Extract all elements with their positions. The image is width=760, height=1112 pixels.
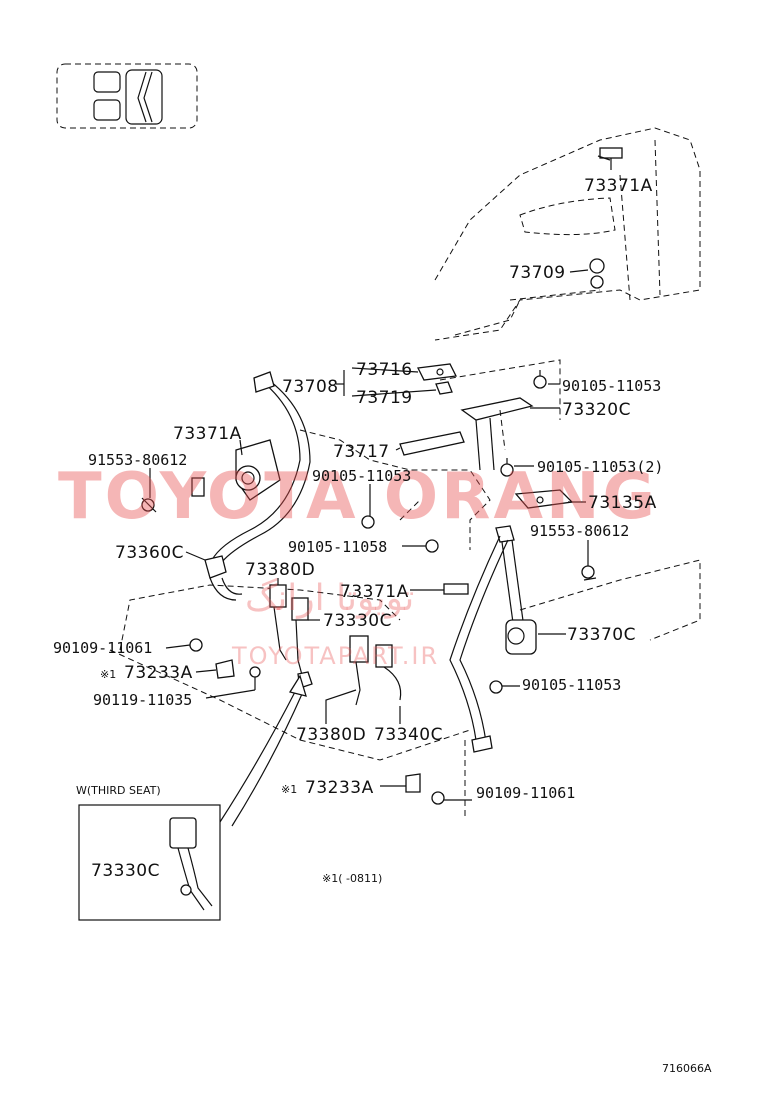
watermark-sub: TOYOTAPART.IR — [231, 642, 439, 670]
bracket-73320C-part — [460, 397, 534, 471]
right-lower-hardware — [405, 773, 445, 805]
label-73719: 73719 — [356, 388, 413, 408]
watermark-main: TOYOTA ORANG — [58, 460, 658, 534]
label-73709: 73709 — [509, 263, 566, 283]
seat-outline — [109, 359, 701, 820]
cover-73717-part — [399, 431, 465, 456]
label-73371A-top: 73371A — [584, 176, 653, 196]
bracket-73716-73719 — [417, 363, 457, 395]
body-side-panel — [434, 127, 701, 341]
label-73320C: 73320C — [562, 400, 631, 420]
bolt-91553-left-part — [141, 497, 157, 513]
diagram-reference: 716066A — [662, 1062, 712, 1075]
label-73330C-inset: 73330C — [91, 861, 160, 881]
label-73233A-a: 73233A — [124, 663, 193, 683]
label-73371A-mid: 73371A — [340, 582, 409, 602]
label-90109-11061-b: 90109-11061 — [476, 784, 575, 802]
leader-lines — [149, 155, 611, 801]
label-73708: 73708 — [282, 377, 339, 397]
label-73380D-top: 73380D — [245, 560, 315, 580]
right-belt-assembly — [449, 525, 537, 753]
label-90105-11053-a: 90105-11053 — [562, 377, 661, 395]
label-90105-11053-b: 90105-11053 — [312, 467, 411, 485]
inset-title: W(THIRD SEAT) — [76, 784, 161, 797]
label-73233A-b: 73233A — [305, 778, 374, 798]
label-90109-11061-a: 90109-11061 — [53, 639, 152, 657]
label-73360C: 73360C — [115, 543, 184, 563]
watermark-farsi: تویوتا ارانگ — [245, 577, 414, 619]
label-90105-11053-c: 90105-11053 — [522, 676, 621, 694]
label-73716: 73716 — [356, 360, 413, 380]
watermark: TOYOTA ORANG تویوتا ارانگ TOYOTAPART.IR — [58, 460, 658, 670]
label-73717: 73717 — [333, 442, 390, 462]
label-90119-11035: 90119-11035 — [93, 691, 192, 709]
left-lower-hardware — [189, 638, 313, 690]
trim-clip-mid-part — [443, 583, 469, 595]
trim-clip-top-part — [599, 147, 623, 170]
vehicle-locator-icon — [56, 63, 198, 129]
label-90105-11053-2: 90105-11053(2) — [537, 458, 663, 476]
inset-pointer-arrow — [219, 674, 307, 827]
note-marker-b: ※1 — [281, 783, 297, 796]
buckles-center — [269, 584, 402, 706]
footnote: ※1( -0811) — [322, 872, 382, 885]
note-marker-a: ※1 — [100, 668, 116, 681]
label-73371A-left: 73371A — [173, 424, 242, 444]
label-73380D-bottom: 73380D — [296, 725, 366, 745]
label-90105-11058: 90105-11058 — [288, 538, 387, 556]
third-seat-inset — [78, 804, 221, 921]
label-73330C: 73330C — [323, 611, 392, 631]
part-labels: 73371A 73709 73716 73708 73719 90105-110… — [53, 176, 712, 1075]
label-73135A: 73135A — [588, 493, 657, 513]
left-belt-assembly — [204, 371, 311, 601]
label-73370C: 73370C — [567, 625, 636, 645]
label-91553-80612-b: 91553-80612 — [530, 522, 629, 540]
label-91553-80612-a: 91553-80612 — [88, 451, 187, 469]
label-73340C: 73340C — [374, 725, 443, 745]
bolt-91553-right-part — [581, 565, 597, 581]
anchor-73709-part — [569, 258, 605, 289]
bolts-90105 — [361, 370, 547, 694]
trim-clip-left-part — [191, 477, 205, 497]
